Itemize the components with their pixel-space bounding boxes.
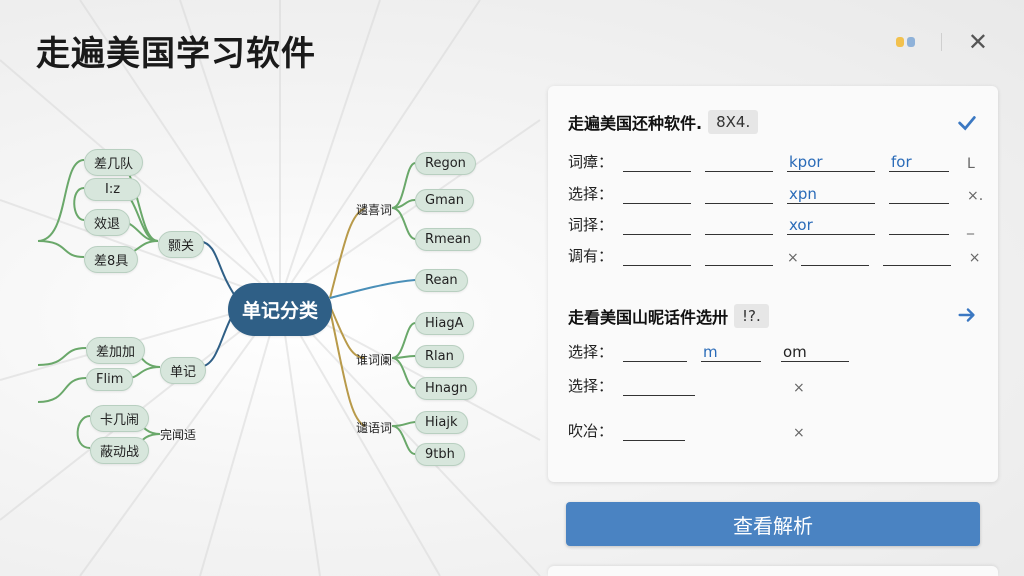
row-label: 选择： [568,185,614,203]
row-label: 选择： [568,343,614,361]
answer-blank[interactable]: m [701,343,761,362]
question-2-title: 走看美国山昵话件选卅 !?. [568,304,769,328]
answer-blank[interactable] [889,216,949,235]
mind-map-leaf[interactable]: Hiajk [415,411,468,434]
row-mark: × [793,425,805,441]
mind-map-center-node[interactable]: 单记分类 [228,283,333,336]
mind-map-leaf[interactable]: I:z [84,178,142,201]
answer-row: 词择： xor _ [568,213,974,235]
answer-blank[interactable] [623,153,691,172]
row-mark: _ [967,219,974,235]
mind-map-leaf[interactable]: Gman [415,189,474,212]
quiz-panel: 走遍美国还种软件. 8X4. 词瘴： kpor for L 选择： xpn ×.… [548,86,998,482]
question-2-text: 走看美国山昵话件选卅 [568,308,729,327]
row-mark: L [967,156,975,172]
answer-blank[interactable] [623,377,695,396]
answer-blank[interactable] [623,185,691,204]
close-icon[interactable]: ✕ [967,28,988,56]
answer-row: 调有： × × [568,244,980,266]
mind-map-branch[interactable]: 颢关 [158,231,205,258]
row-mark: ×. [967,188,984,204]
row-mark: × [793,380,805,396]
question-1-text: 走遍美国还种软件. [568,114,703,133]
answer-blank[interactable]: om [781,343,849,362]
answer-blank[interactable] [705,185,773,204]
answer-row: 选择： × [568,374,805,396]
row-label: 选择： [568,377,614,395]
mind-map-leaf[interactable]: Rean [415,269,468,292]
question-2-badge: !?. [734,304,769,328]
divider [940,33,942,51]
answer-blank[interactable] [705,216,773,235]
mind-map-branch[interactable]: 谁词阑 [356,353,393,367]
answer-blank[interactable]: for [889,153,949,172]
answer-blank[interactable] [623,216,691,235]
mind-map-leaf[interactable]: HiagA [415,312,474,335]
check-icon[interactable] [956,112,978,134]
answer-blank[interactable] [705,153,773,172]
row-label: 调有： [568,247,614,265]
answer-blank[interactable]: kpor [787,153,875,172]
view-analysis-button[interactable]: 查看解析 [566,502,980,546]
arrow-right-icon[interactable] [956,304,978,326]
answer-blank[interactable] [800,247,869,266]
mind-map-branch[interactable]: 谴语词 [356,421,393,435]
row-mark: × [787,250,799,266]
row-mark: × [968,250,981,266]
window-controls: ✕ [895,28,988,56]
mind-map-leaf[interactable]: Flim [86,368,134,391]
mind-map-leaf[interactable]: 卡几闹 [90,405,150,432]
question-1-badge: 8X4. [708,110,759,134]
row-label: 词择： [568,216,614,234]
mind-map: 单记分类 颢关 差几队 I:z 效退 差8具 单记 差加加 Flim 完闻适 卡… [0,120,520,500]
mind-map-leaf[interactable]: 蔽动战 [90,437,150,464]
mind-map-leaf[interactable]: Rmean [415,228,481,251]
app-title: 走遍美国学习软件 [36,34,316,74]
answer-row: 吹冶： × [568,419,805,441]
mind-map-leaf[interactable]: 差几队 [84,149,144,176]
answer-row: 选择： m om [568,340,863,362]
answer-blank[interactable] [623,343,687,362]
mind-map-leaf[interactable]: 差加加 [86,337,146,364]
answer-blank[interactable]: xpn [787,185,875,204]
answer-blank[interactable] [882,247,951,266]
answer-blank[interactable] [889,185,949,204]
answer-row: 选择： xpn ×. [568,182,983,204]
answer-blank[interactable] [705,247,773,266]
row-label: 词瘴： [568,153,614,171]
mind-map-leaf[interactable]: 9tbh [415,443,465,466]
mind-map-branch[interactable]: 谴喜词 [356,203,393,217]
row-label: 吹冶： [568,422,614,440]
bottom-panel-edge [548,566,998,576]
mind-map-leaf[interactable]: Rlan [415,345,464,368]
mind-map-leaf[interactable]: 差8具 [84,246,139,273]
answer-blank[interactable] [623,422,685,441]
mind-map-leaf[interactable]: Hnagn [415,377,478,400]
answer-blank[interactable] [623,247,691,266]
mind-map-leaf[interactable]: 效退 [84,209,131,236]
question-1-title: 走遍美国还种软件. 8X4. [568,110,759,134]
mind-map-leaf[interactable]: Regon [415,152,476,175]
answer-blank[interactable]: xor [787,216,875,235]
mind-map-branch[interactable]: 单记 [160,357,207,384]
answer-row: 词瘴： kpor for L [568,150,975,172]
status-icon[interactable] [895,37,915,47]
mind-map-branch[interactable]: 完闻适 [160,428,197,442]
